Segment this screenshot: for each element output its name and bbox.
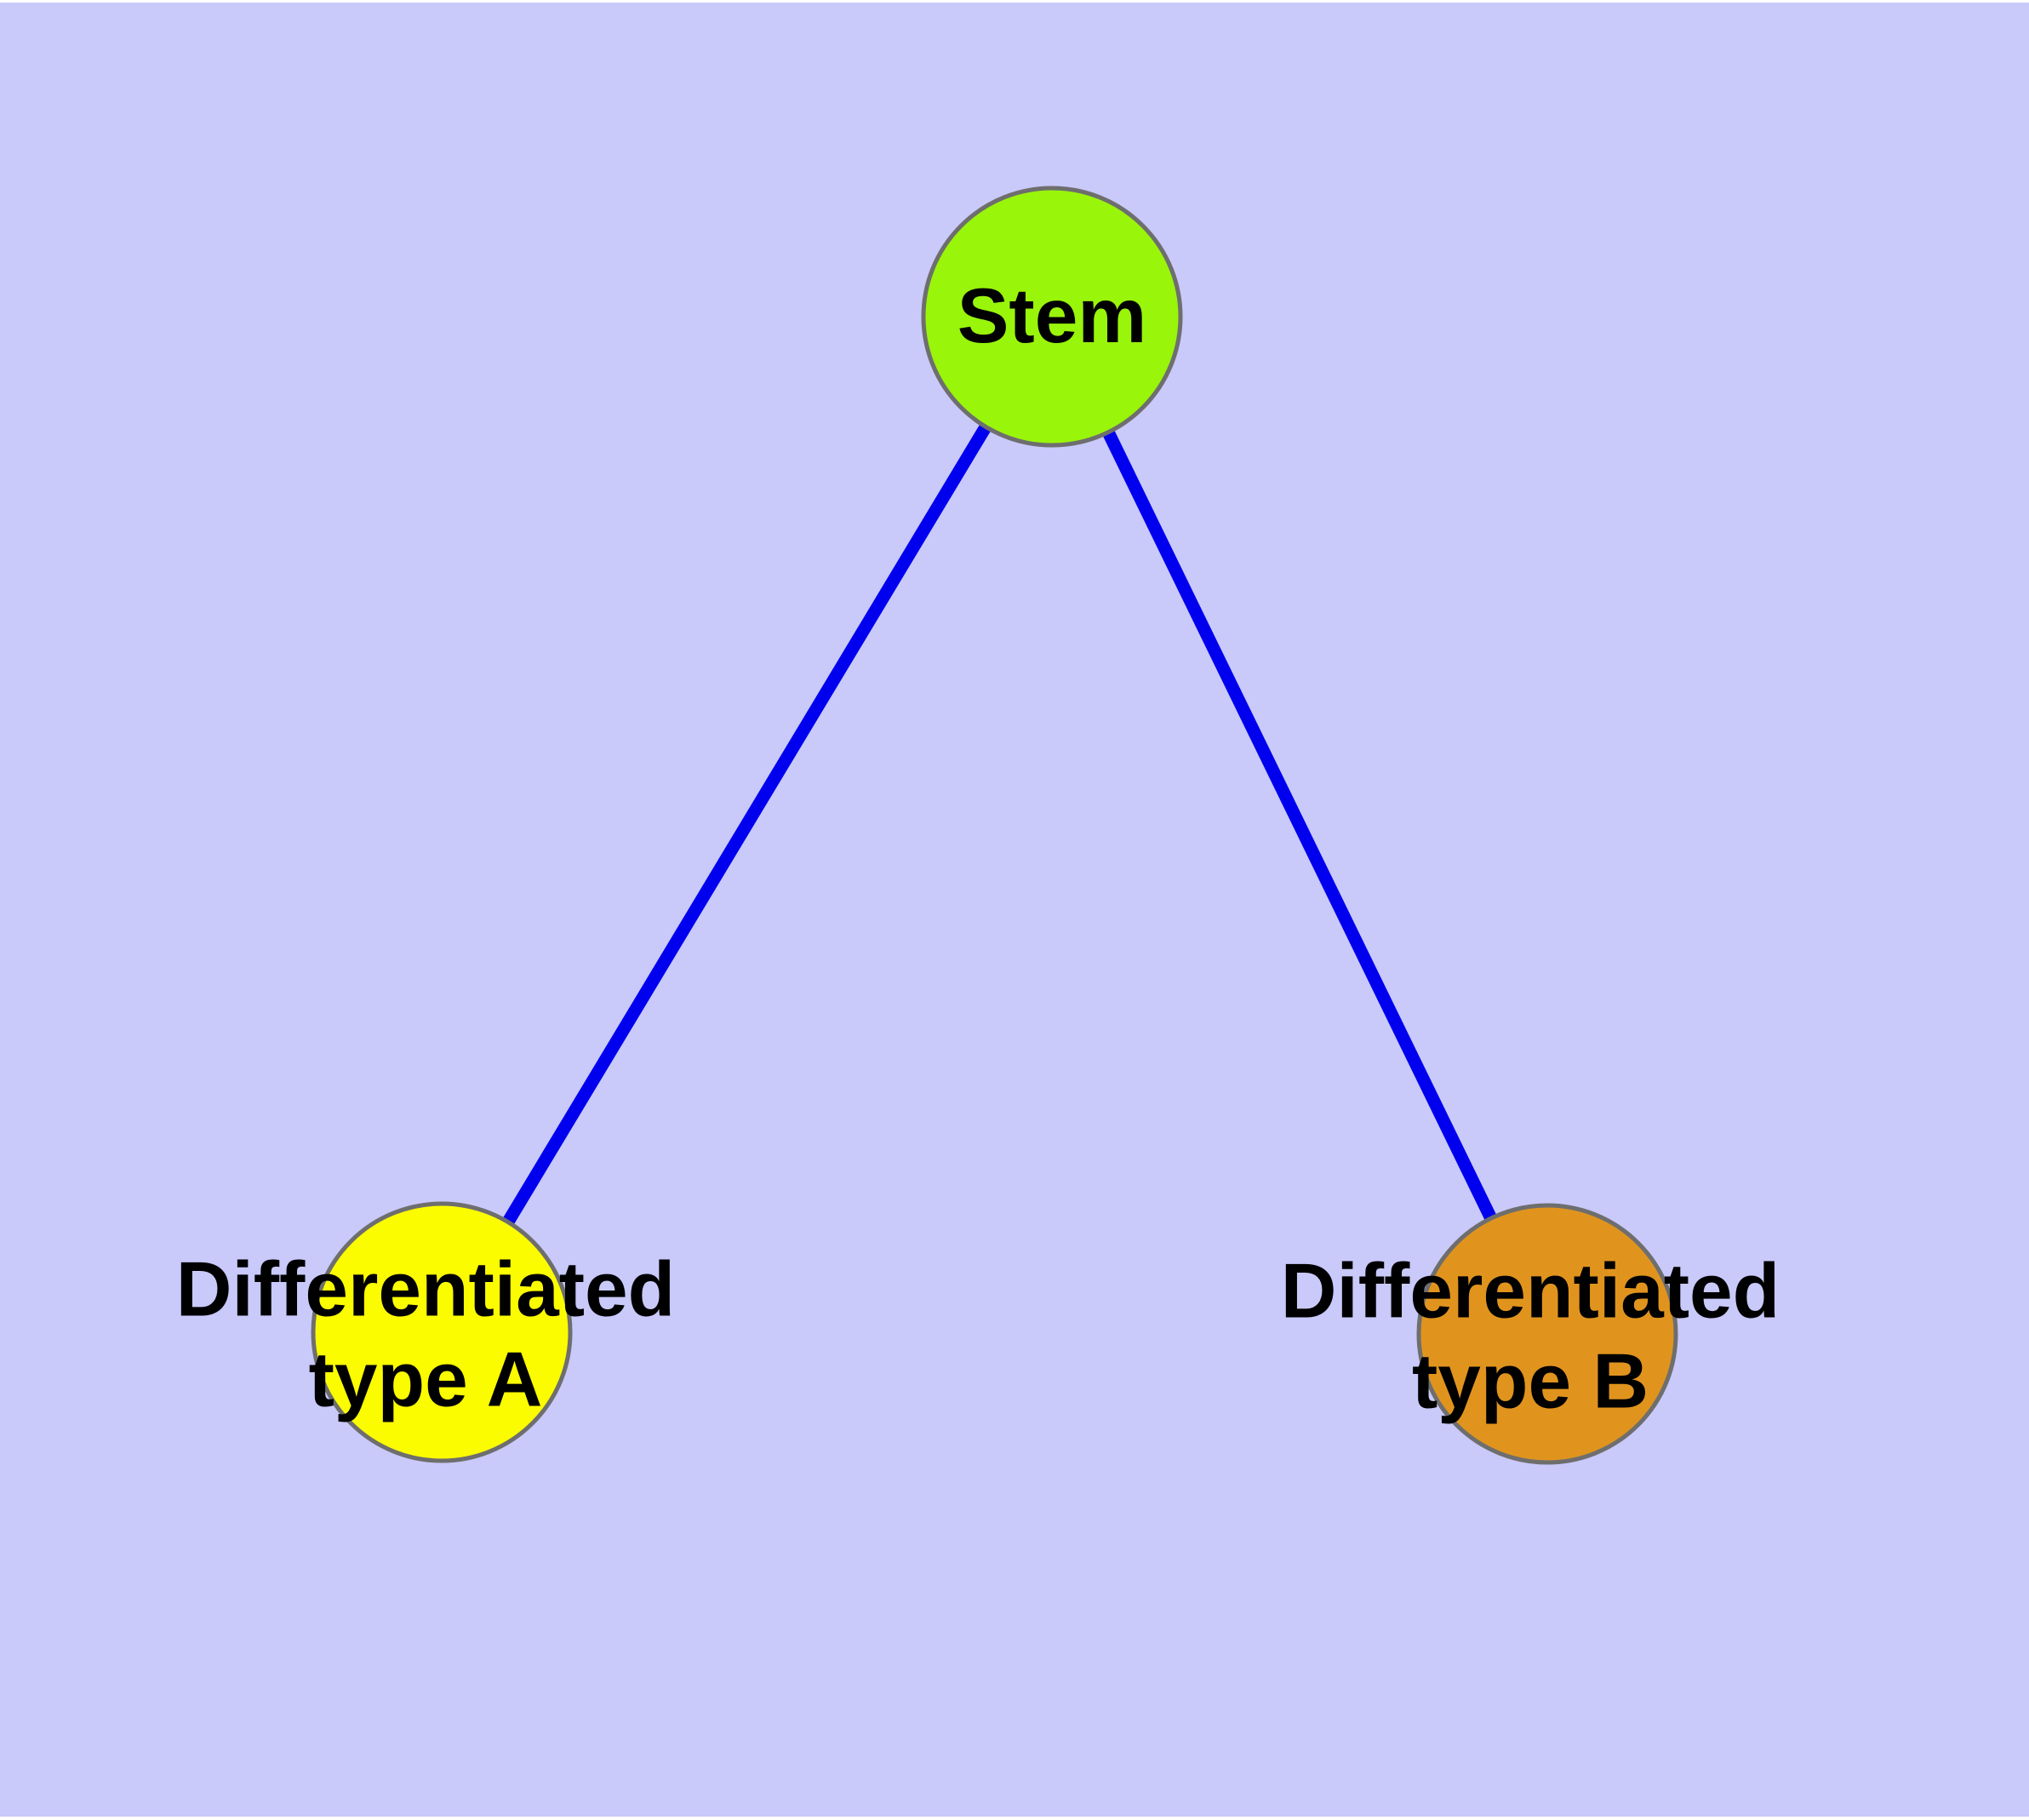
node-differentiated-type-b-circle[interactable] xyxy=(1416,1203,1678,1465)
figure-bottom-margin xyxy=(0,1817,2029,1820)
figure-top-margin xyxy=(0,0,2029,3)
edge-stem-to-type-b xyxy=(1046,313,1553,1337)
node-stem-circle[interactable] xyxy=(921,186,1183,448)
node-differentiated-type-a-circle[interactable] xyxy=(311,1201,573,1463)
edge-stem-to-type-a xyxy=(436,313,1058,1336)
